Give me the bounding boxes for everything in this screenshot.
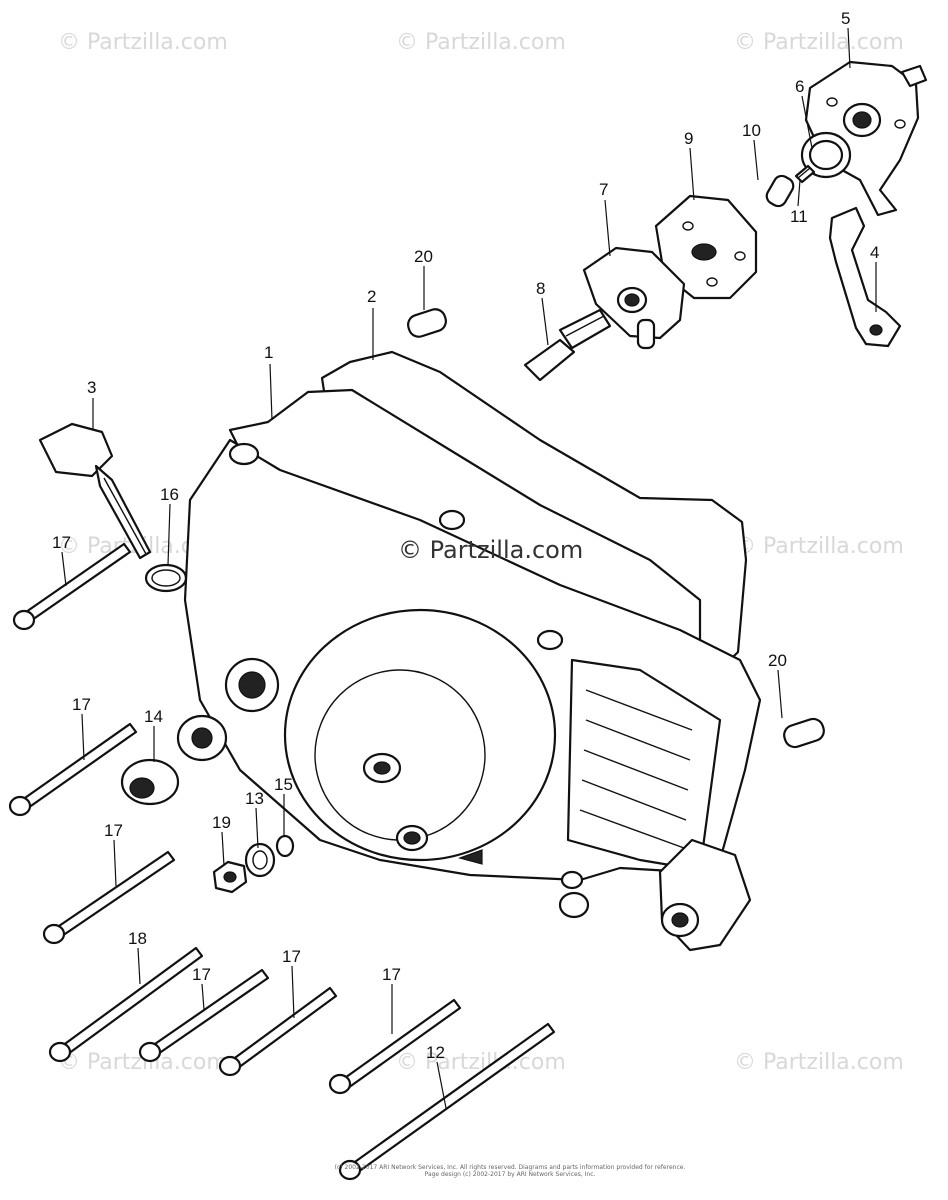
callout-11: 11 bbox=[790, 207, 808, 226]
part-19-nut[interactable] bbox=[212, 860, 248, 894]
watermark-top-center: © Partzilla.com bbox=[396, 30, 566, 55]
ear-top-mid bbox=[438, 509, 466, 531]
callout-17-f: 17 bbox=[382, 965, 401, 984]
ear-left-lower-hole bbox=[191, 727, 213, 749]
part-17-bolt-b[interactable] bbox=[8, 722, 138, 817]
ear-bottom-2 bbox=[560, 870, 584, 890]
bracket-hole-inner bbox=[671, 912, 689, 928]
vent-slat-5 bbox=[579, 809, 685, 849]
callout-13: 13 bbox=[245, 789, 264, 808]
dome-lower-hole-inner bbox=[403, 831, 421, 845]
callout-7: 7 bbox=[599, 180, 608, 199]
part-6-ring[interactable] bbox=[800, 131, 852, 179]
callout-5: 5 bbox=[841, 9, 850, 28]
part-17-bolt-e[interactable] bbox=[218, 986, 338, 1077]
part-17-bolt-d[interactable] bbox=[138, 968, 270, 1063]
part-18-bolt[interactable] bbox=[48, 946, 204, 1063]
vent-slat-4 bbox=[581, 779, 687, 821]
callout-17-b: 17 bbox=[72, 695, 91, 714]
callout-17-c: 17 bbox=[104, 821, 123, 840]
vent-slat-2 bbox=[585, 719, 691, 761]
ear-mid-right bbox=[536, 629, 564, 651]
callout-12: 12 bbox=[426, 1043, 445, 1062]
watermark-bottom-right: © Partzilla.com bbox=[734, 1050, 904, 1075]
callout-1: 1 bbox=[264, 343, 273, 362]
callout-2: 2 bbox=[367, 287, 376, 306]
vent-slat-1 bbox=[585, 689, 693, 731]
part-10-collar[interactable] bbox=[764, 173, 796, 209]
part-11-small-bolt[interactable] bbox=[794, 164, 816, 184]
callout-14: 14 bbox=[144, 707, 163, 726]
part-20-dowel-upper[interactable] bbox=[406, 307, 449, 340]
part-3-oil-dipstick[interactable] bbox=[38, 422, 152, 560]
callout-15: 15 bbox=[274, 775, 293, 794]
cover-arrow-mark bbox=[458, 849, 483, 865]
part-4-lever-arm[interactable] bbox=[828, 206, 902, 348]
part-17-bolt-f[interactable] bbox=[328, 998, 462, 1095]
callout-labels: 1 2 3 4 5 6 7 8 9 10 11 12 13 14 15 16 1… bbox=[52, 9, 879, 1062]
part-9-plate[interactable] bbox=[654, 194, 758, 300]
callout-18: 18 bbox=[128, 929, 147, 948]
watermark-center: © Partzilla.com bbox=[398, 536, 584, 564]
part-7-cam[interactable] bbox=[582, 246, 686, 350]
ear-top-left bbox=[228, 442, 260, 466]
watermark-mid-right: © Partzilla.com bbox=[734, 534, 904, 559]
vent-slat-3 bbox=[583, 749, 689, 791]
callout-3: 3 bbox=[87, 378, 96, 397]
part-14-collar[interactable] bbox=[120, 758, 180, 806]
leader-lines bbox=[61, 27, 877, 1109]
callout-4: 4 bbox=[870, 243, 879, 262]
callout-8: 8 bbox=[536, 279, 545, 298]
callout-20-b: 20 bbox=[768, 651, 787, 670]
part-17-bolt-a[interactable] bbox=[12, 542, 132, 631]
ear-bottom bbox=[558, 891, 590, 919]
part-8-bolt[interactable] bbox=[523, 308, 612, 382]
watermark-top-right: © Partzilla.com bbox=[734, 30, 904, 55]
dome-center-hole bbox=[373, 761, 391, 775]
part-16-o-ring[interactable] bbox=[144, 563, 188, 593]
part-12-long-bolt[interactable] bbox=[338, 1022, 556, 1181]
cover-dome bbox=[283, 608, 557, 862]
callout-20-a: 20 bbox=[414, 247, 433, 266]
footer-line-1: (c) 2002-2017 ARI Network Services, Inc.… bbox=[334, 1164, 686, 1171]
callout-6: 6 bbox=[795, 77, 804, 96]
watermark-top-left: © Partzilla.com bbox=[58, 30, 228, 55]
callout-9: 9 bbox=[684, 129, 693, 148]
footer-line-2: Page design (c) 2002-2017 by ARI Network… bbox=[424, 1171, 596, 1178]
part-15-small-o-ring[interactable] bbox=[275, 834, 295, 858]
part-13-washer[interactable] bbox=[244, 842, 276, 878]
callout-17-a: 17 bbox=[52, 533, 71, 552]
copyright-footer: (c) 2002-2017 ARI Network Services, Inc.… bbox=[250, 1164, 770, 1178]
callout-16: 16 bbox=[160, 485, 179, 504]
part-20-dowel-right[interactable] bbox=[782, 716, 827, 749]
part-5-lever-plate[interactable] bbox=[804, 60, 928, 217]
callout-17-e: 17 bbox=[282, 947, 301, 966]
part-17-bolt-c[interactable] bbox=[42, 850, 176, 945]
callout-19: 19 bbox=[212, 813, 231, 832]
crankcase-cover[interactable] bbox=[176, 350, 762, 952]
callout-17-d: 17 bbox=[192, 965, 211, 984]
oil-port-hole bbox=[238, 671, 266, 699]
callout-10: 10 bbox=[742, 121, 761, 140]
